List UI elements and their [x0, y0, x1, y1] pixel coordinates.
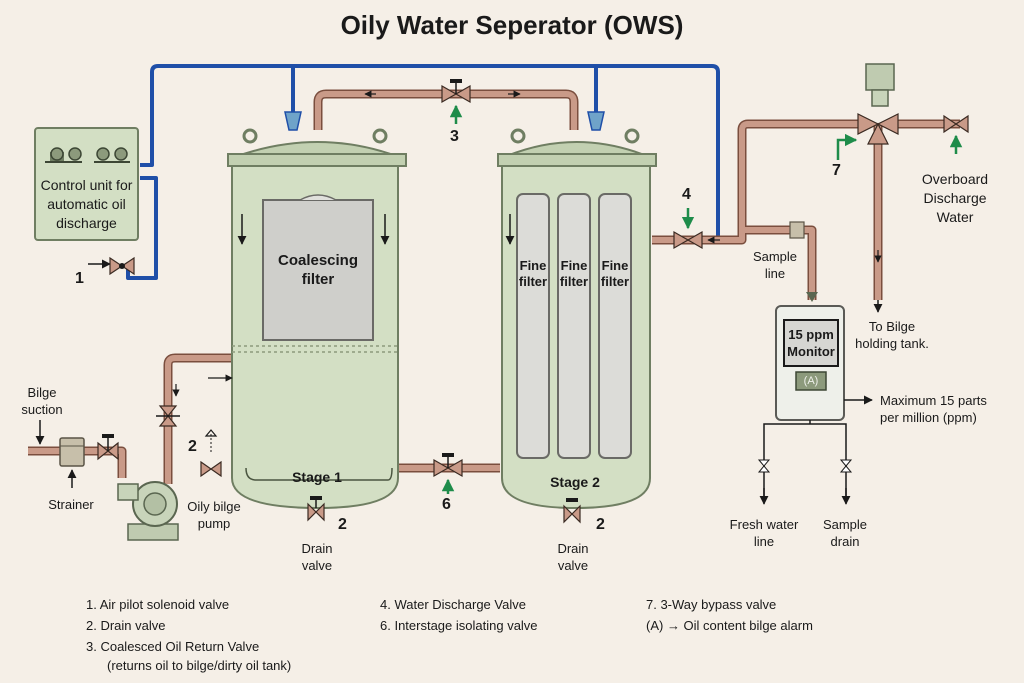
bilge-inlet-valve	[97, 434, 119, 461]
alarm-label: (A)	[803, 375, 819, 387]
drain-valve-label-2: Drain valve	[557, 541, 589, 573]
control-unit-label: Control unit for automatic oil discharge	[40, 177, 133, 231]
valve-number-7: 7	[832, 162, 841, 179]
stage-1-tank	[227, 111, 407, 510]
legend-item-2: 2. Drain valve	[86, 618, 166, 633]
bilge-suction-label: Bilge suction	[21, 385, 63, 417]
gauge-icon	[94, 147, 130, 163]
sample-drain-label: Sample drain	[822, 517, 868, 549]
fine-filter-label-1: Fine filter	[518, 258, 548, 289]
drain-valve-stage2	[563, 498, 581, 524]
legend-item-alarm: (A) → Oil content bilge alarm	[646, 618, 813, 633]
legend-item-1: 1. Air pilot solenoid valve	[86, 597, 230, 612]
interstage-isolating-valve-6	[433, 453, 463, 494]
stage-2-label: Stage 2	[550, 474, 600, 490]
stage-2-tank	[497, 111, 657, 510]
stage-1-label: Stage 1	[292, 469, 342, 485]
control-unit	[34, 127, 139, 241]
max-ppm-label: Maximum 15 parts per million (ppm)	[880, 393, 987, 425]
sample-connection	[789, 221, 818, 302]
drain-valve-pump-line	[200, 429, 222, 478]
to-bilge-label: To Bilge holding tank.	[855, 319, 929, 351]
oily-bilge-pump	[117, 481, 179, 541]
sample-line-label: Sample line	[752, 249, 798, 281]
drain-valve-label-1: Drain valve	[301, 541, 333, 573]
legend-column-2: 4. Water Discharge Valve 6. Interstage i…	[380, 594, 538, 636]
15-ppm-monitor	[757, 305, 873, 505]
air-lines	[126, 64, 720, 280]
legend-item-4: 4. Water Discharge Valve	[380, 597, 526, 612]
valve-number-2-stage2: 2	[596, 516, 605, 533]
legend-item-7: 7. 3-Way bypass valve	[646, 597, 777, 612]
water-discharge-valve-4	[673, 208, 703, 250]
gauge-icon	[45, 147, 82, 163]
air-pilot-solenoid-valve-1	[88, 256, 135, 276]
legend-column-1: 1. Air pilot solenoid valve 2. Drain val…	[86, 594, 291, 674]
fine-filter-label-2: Fine filter	[559, 258, 589, 289]
monitor-label: 15 ppm Monitor	[787, 327, 835, 359]
valve-number-2-pump: 2	[188, 438, 197, 455]
strainer-label: Strainer	[48, 497, 94, 512]
fresh-water-line-label: Fresh water line	[729, 517, 799, 549]
valve-number-2-stage1: 2	[338, 516, 347, 533]
legend-item-3: 3. Coalesced Oil Return Valve	[86, 639, 260, 654]
coalescing-filter-label: Coalescing filter	[277, 252, 359, 288]
three-way-bypass-valve-7	[836, 63, 899, 160]
valve-number-4: 4	[682, 186, 691, 203]
diagram-title: Oily Water Seperator (OWS)	[340, 10, 684, 40]
legend-item-3-note: (returns oil to bilge/dirty oil tank)	[107, 658, 292, 673]
valve-number-1: 1	[75, 270, 84, 287]
legend-item-6: 6. Interstage isolating valve	[380, 618, 538, 633]
overboard-valve	[943, 114, 969, 154]
valve-number-6: 6	[442, 496, 451, 513]
overboard-label: Overboard Discharge Water	[921, 171, 989, 225]
pump-discharge-valve	[156, 405, 180, 427]
drain-valve-stage1	[307, 496, 325, 522]
flow-arrows	[172, 90, 882, 397]
coalesced-oil-return-valve-3	[441, 79, 471, 124]
oily-bilge-pump-label: Oily bilge pump	[187, 499, 241, 531]
strainer	[35, 420, 85, 488]
valve-number-3: 3	[450, 128, 459, 145]
fine-filter-label-3: Fine filter	[600, 258, 630, 289]
legend-column-3: 7. 3-Way bypass valve (A) → Oil content …	[646, 594, 813, 636]
